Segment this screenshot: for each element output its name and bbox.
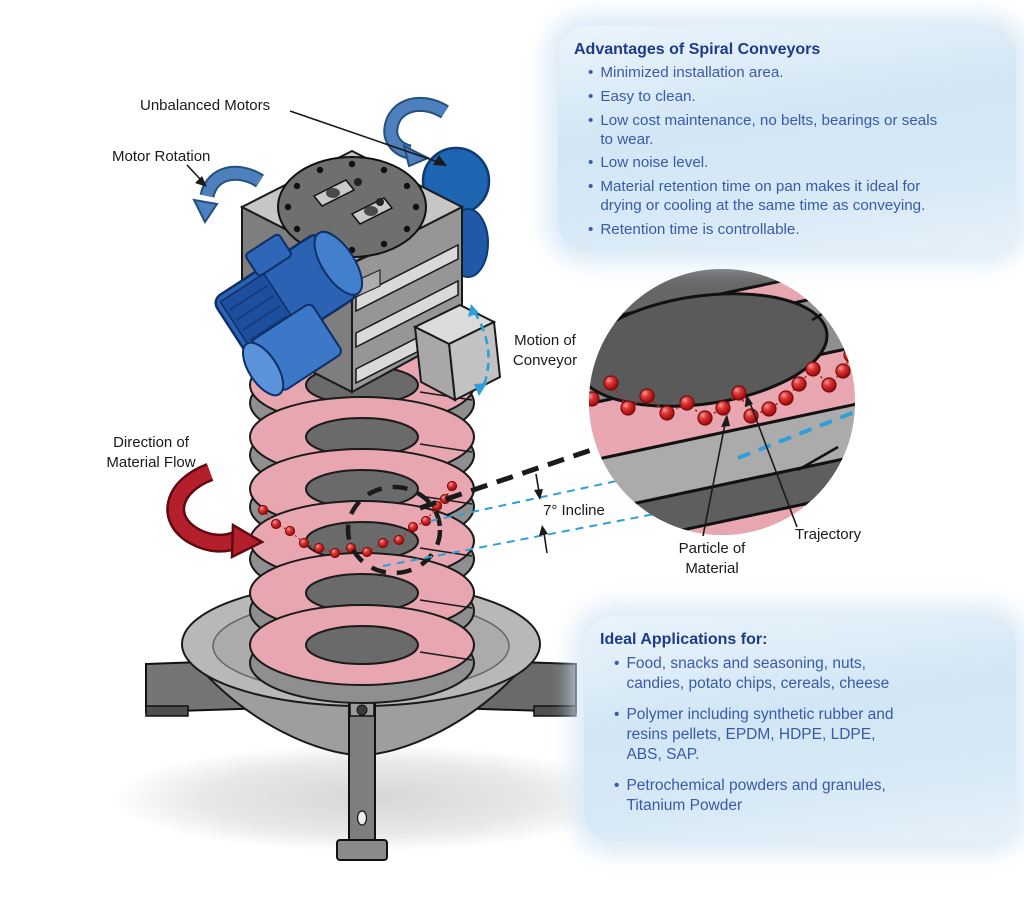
unbalanced-motor-left xyxy=(214,230,364,362)
advantages-item: • Easy to clean. xyxy=(588,88,940,107)
pan-particles xyxy=(257,480,458,559)
advantages-item: • Retention time is controllable. xyxy=(588,221,940,240)
center-foot xyxy=(336,699,388,861)
bullet-text: Food, snacks and seasoning, nuts, candie… xyxy=(626,655,890,692)
bullet-dot: • xyxy=(588,111,594,129)
bullet-text: Retention time is controllable. xyxy=(600,220,800,238)
bullet-dot: • xyxy=(588,87,594,105)
label-line: Particle of xyxy=(678,540,746,557)
bullet-dot: • xyxy=(614,655,620,672)
bullet-text: Petrochemical powders and granules, Tita… xyxy=(626,777,886,815)
zoom-source-dashed-circle xyxy=(345,484,443,576)
leader-arrowheads xyxy=(195,155,753,427)
advantages-item: • Low noise level. xyxy=(588,154,940,173)
incline-guides xyxy=(382,440,661,567)
motor-end-cylinder xyxy=(241,303,342,397)
advantages-title: Advantages of Spiral Conveyors xyxy=(574,41,821,58)
bullet-text: Polymer including synthetic rubber and r… xyxy=(626,706,894,763)
bullet-text: Low cost maintenance, no belts, bearings… xyxy=(600,111,938,148)
cover-bolts xyxy=(284,160,420,254)
spiral-turn xyxy=(249,604,475,704)
label-motor-rotation: Motor Rotation xyxy=(112,148,211,165)
bullet-text: Material retention time on pan makes it … xyxy=(600,178,926,215)
material-flow-arrow xyxy=(166,463,265,560)
rotation-arrow-left xyxy=(192,165,265,224)
advantages-panel: Advantages of Spiral Conveyors • Minimiz… xyxy=(558,26,1016,252)
label-line: Motion of xyxy=(514,332,576,349)
advantages-item: • Low cost maintenance, no belts, bearin… xyxy=(588,112,940,150)
bullet-dot: • xyxy=(588,178,594,196)
leader-lines xyxy=(186,110,798,537)
inset-trajectory-tangent xyxy=(737,404,855,460)
advantages-list: • Minimized installation area. • Easy to… xyxy=(558,64,1016,240)
bullet-dot: • xyxy=(588,64,594,81)
label-incline: 7° Incline xyxy=(543,502,605,519)
bullet-dot: • xyxy=(588,154,594,172)
advantages-item: • Material retention time on pan makes i… xyxy=(588,178,940,216)
label-line: Material Flow xyxy=(106,453,196,471)
label-motion-of-conveyor: Motion of Conveyor xyxy=(500,331,590,371)
bullet-dot: • xyxy=(614,777,620,795)
applications-list: • Food, snacks and seasoning, nuts, cand… xyxy=(584,654,1016,816)
label-particle-of-material: Particle of Material xyxy=(662,539,762,579)
label-line: Direction of xyxy=(113,434,189,451)
label-direction-of-material-flow: Direction of Material Flow xyxy=(92,433,210,473)
bullet-text: Easy to clean. xyxy=(600,87,696,105)
rotation-arrow-right xyxy=(383,96,449,168)
inset-pan-bowl xyxy=(589,292,829,408)
label-line: Material xyxy=(685,559,739,577)
conveyor-motion-arrow xyxy=(468,304,490,396)
bullet-text: Low noise level. xyxy=(600,154,709,172)
bullet-dot: • xyxy=(588,220,594,238)
label-unbalanced-motors: Unbalanced Motors xyxy=(140,97,271,114)
bullet-dot: • xyxy=(614,706,620,724)
advantages-item: • Minimized installation area. xyxy=(588,64,940,83)
label-line: Conveyor xyxy=(512,351,578,369)
applications-title: Ideal Applications for: xyxy=(600,631,768,648)
bullet-text: Minimized installation area. xyxy=(600,64,784,81)
applications-panel: Ideal Applications for: • Food, snacks a… xyxy=(584,616,1016,842)
applications-item: • Petrochemical powders and granules, Ti… xyxy=(614,776,912,815)
applications-item: • Polymer including synthetic rubber and… xyxy=(614,705,912,764)
applications-item: • Food, snacks and seasoning, nuts, cand… xyxy=(614,654,912,693)
label-trajectory: Trajectory xyxy=(795,526,862,543)
